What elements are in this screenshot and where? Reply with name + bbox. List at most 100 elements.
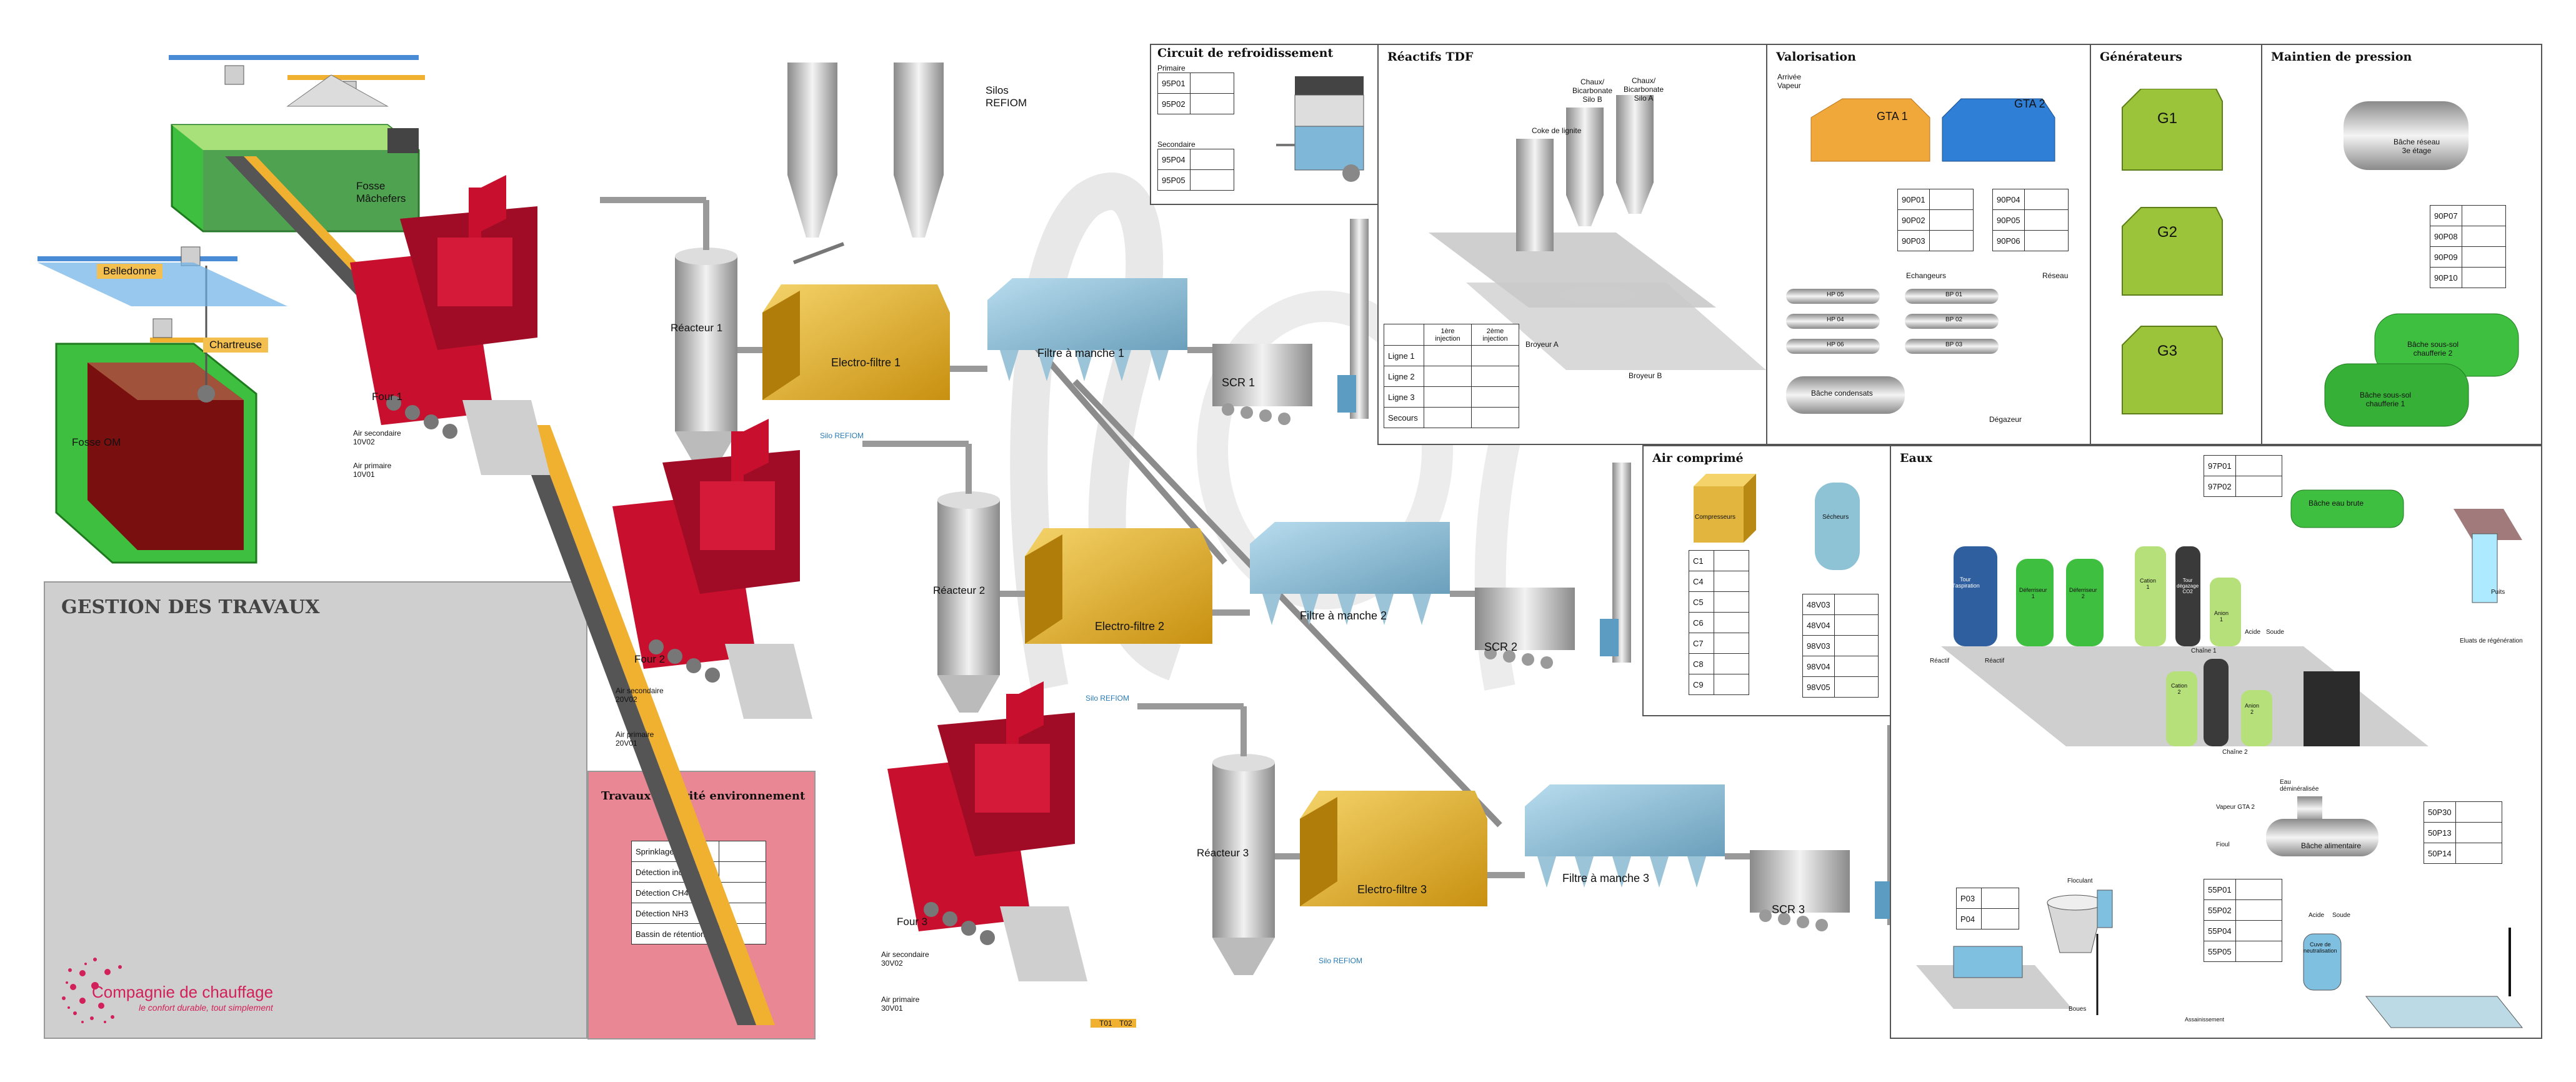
- reacteur3-label: Réacteur 3: [1197, 847, 1249, 859]
- refroidissement-panel: Circuit de refroidissement Primaire 95P0…: [1150, 44, 1379, 205]
- table-row[interactable]: 90P10: [2430, 267, 2506, 288]
- soude-label-bottom: Soude: [2332, 912, 2350, 919]
- refroid-secondaire: Secondaire: [1157, 140, 1196, 149]
- table-row[interactable]: 95P02: [1157, 93, 1234, 114]
- maintien-panel: Maintien de pression Bâche réseau 3e éta…: [2261, 44, 2542, 445]
- table-row[interactable]: C9: [1689, 674, 1749, 695]
- valorisation-panel: Valorisation Arrivée Vapeur GTA 1 GTA 2 …: [1766, 44, 2091, 445]
- chartreuse-label: Chartreuse: [203, 338, 269, 353]
- secheurs-label: Sécheurs: [1822, 514, 1849, 521]
- table-row[interactable]: 90P02: [1897, 209, 1974, 231]
- gestion-travaux-panel: GESTION DES TRAVAUX Compagnie de chauffa…: [44, 581, 587, 1039]
- table-row[interactable]: C7: [1689, 633, 1749, 654]
- table-row[interactable]: 90P01: [1897, 189, 1974, 210]
- table-row[interactable]: 95P04: [1157, 149, 1234, 170]
- reactifs-silos-drawing: [1429, 95, 1766, 370]
- table-row[interactable]: 90P05: [1992, 209, 2069, 231]
- hp-06-label: HP 06: [1827, 341, 1844, 348]
- cuve-neutralisation-label: Cuve de neutralisation: [2304, 941, 2337, 954]
- four1-label: Four 1: [372, 391, 403, 403]
- table-row[interactable]: P03: [1956, 888, 2019, 909]
- bp-01-label: BP 01: [1945, 291, 1963, 298]
- reacteur1-label: Réacteur 1: [671, 322, 723, 334]
- turbines-drawing: [1810, 98, 2055, 162]
- table-row[interactable]: C8: [1689, 653, 1749, 674]
- table-row[interactable]: 90P06: [1992, 230, 2069, 251]
- scr3-label: SCR 3: [1772, 903, 1805, 916]
- gta1-label: GTA 1: [1877, 110, 1908, 123]
- table-row[interactable]: 48V03: [1802, 594, 1879, 615]
- table-row[interactable]: 95P05: [1157, 169, 1234, 191]
- bache-alimentaire-label: Bâche alimentaire: [2301, 841, 2362, 850]
- table-row[interactable]: C4: [1689, 571, 1749, 592]
- compressor-icon: [1694, 474, 1756, 543]
- table-row[interactable]: 90P07: [2430, 205, 2506, 226]
- air-prim-2-label: Air primaire 20V01: [616, 730, 654, 748]
- air-sec-3-label: Air secondaire 30V02: [881, 950, 929, 968]
- bache-reseau-label: Bâche réseau 3e étage: [2394, 138, 2440, 155]
- table-row[interactable]: C6: [1689, 612, 1749, 633]
- bache-eau-brute-label: Bâche eau brute: [2309, 499, 2364, 508]
- air-comprime-right-table: 48V03 48V04 98V03 98V04 98V05: [1802, 594, 1879, 698]
- generator-g3: G3: [2157, 343, 2178, 359]
- table-row[interactable]: 50P30: [2424, 801, 2502, 823]
- table-row[interactable]: 55P04: [2204, 920, 2282, 941]
- eaux-title: Eaux: [1900, 451, 1932, 465]
- air-sec-2-label: Air secondaire 20V02: [616, 686, 664, 704]
- table-row[interactable]: 97P01: [2204, 455, 2282, 476]
- bache-reseau-drawing: [2344, 101, 2469, 170]
- bp-03-label: BP 03: [1945, 341, 1963, 348]
- table-row[interactable]: 55P02: [2204, 899, 2282, 921]
- table-row[interactable]: 48V04: [1802, 614, 1879, 636]
- table-row[interactable]: 95P01: [1157, 73, 1234, 94]
- table-row[interactable]: 90P04: [1992, 189, 2069, 210]
- table-row[interactable]: Ligne 1: [1384, 345, 1519, 366]
- eau-demin-label: Eau déminéralisée: [2280, 779, 2319, 793]
- process-lines-drawing: [350, 175, 1925, 1025]
- air-comprime-title: Air comprimé: [1652, 451, 1744, 465]
- bassin-drawing: [2303, 928, 2524, 1028]
- table-row[interactable]: 55P05: [2204, 941, 2282, 962]
- secheur-icon: [1815, 483, 1860, 570]
- table-row[interactable]: 55P01: [2204, 879, 2282, 900]
- silo-refiom-3: Silo REFIOM: [1319, 956, 1363, 965]
- ef3-label: Electro-filtre 3: [1357, 883, 1427, 896]
- table-row[interactable]: Secours: [1384, 407, 1519, 428]
- air-comprime-panel: Air comprimé Compresseurs Sécheurs C1 C4…: [1642, 445, 1891, 716]
- vapeur-gta2-label: Vapeur GTA 2: [2216, 804, 2255, 811]
- hp-05-label: HP 05: [1827, 291, 1844, 298]
- table-row[interactable]: 90P08: [2430, 226, 2506, 247]
- eaux-panel: Eaux 97P01 97P02 Bâche eau brute Puits E…: [1890, 445, 2542, 1039]
- silo-refiom-2: Silo REFIOM: [1086, 694, 1130, 703]
- refroid-sec-table: 95P04 95P05: [1157, 149, 1234, 191]
- chaine2-label: Chaîne 2: [2222, 749, 2248, 756]
- pump-table: 55P01 55P02 55P04 55P05: [2204, 879, 2282, 962]
- table-row[interactable]: 97P02: [2204, 476, 2282, 497]
- air-sec-1-label: Air secondaire 10V02: [353, 429, 401, 446]
- table-row[interactable]: Ligne 2: [1384, 366, 1519, 387]
- table-row[interactable]: 98V04: [1802, 656, 1879, 677]
- table-row[interactable]: C1: [1689, 550, 1749, 571]
- hp-04-label: HP 04: [1827, 316, 1844, 323]
- chaux-a-label: Chaux/ Bicarbonate Silo A: [1624, 76, 1664, 103]
- table-row[interactable]: 98V05: [1802, 676, 1879, 698]
- four3-label: Four 3: [897, 916, 928, 928]
- table-row[interactable]: C5: [1689, 591, 1749, 613]
- securite-panel: Travaux sécurité environnement Sprinklag…: [587, 771, 816, 1039]
- table-row[interactable]: 90P03: [1897, 230, 1974, 251]
- table-row[interactable]: 90P09: [2430, 246, 2506, 268]
- generateurs-title: Générateurs: [2100, 50, 2182, 64]
- table-row[interactable]: 50P14: [2424, 843, 2502, 864]
- table-row[interactable]: 98V03: [1802, 635, 1879, 656]
- cooling-tower-icon: [1276, 76, 1364, 182]
- air-prim-1-label: Air primaire 10V01: [353, 461, 392, 479]
- scr1-label: SCR 1: [1222, 376, 1256, 389]
- fioul-label: Fioul: [2216, 841, 2230, 848]
- table-row[interactable]: P04: [1956, 908, 2019, 929]
- air-prim-3-label: Air primaire 30V01: [881, 995, 920, 1013]
- valorisation-right-table: 90P04 90P05 90P06: [1992, 189, 2069, 251]
- table-row[interactable]: 50P13: [2424, 822, 2502, 843]
- table-row[interactable]: Ligne 3: [1384, 386, 1519, 408]
- tour-aspiration-label: Tour d'aspiration: [1951, 576, 1980, 589]
- broyeur-b-label: Broyeur B: [1629, 371, 1662, 380]
